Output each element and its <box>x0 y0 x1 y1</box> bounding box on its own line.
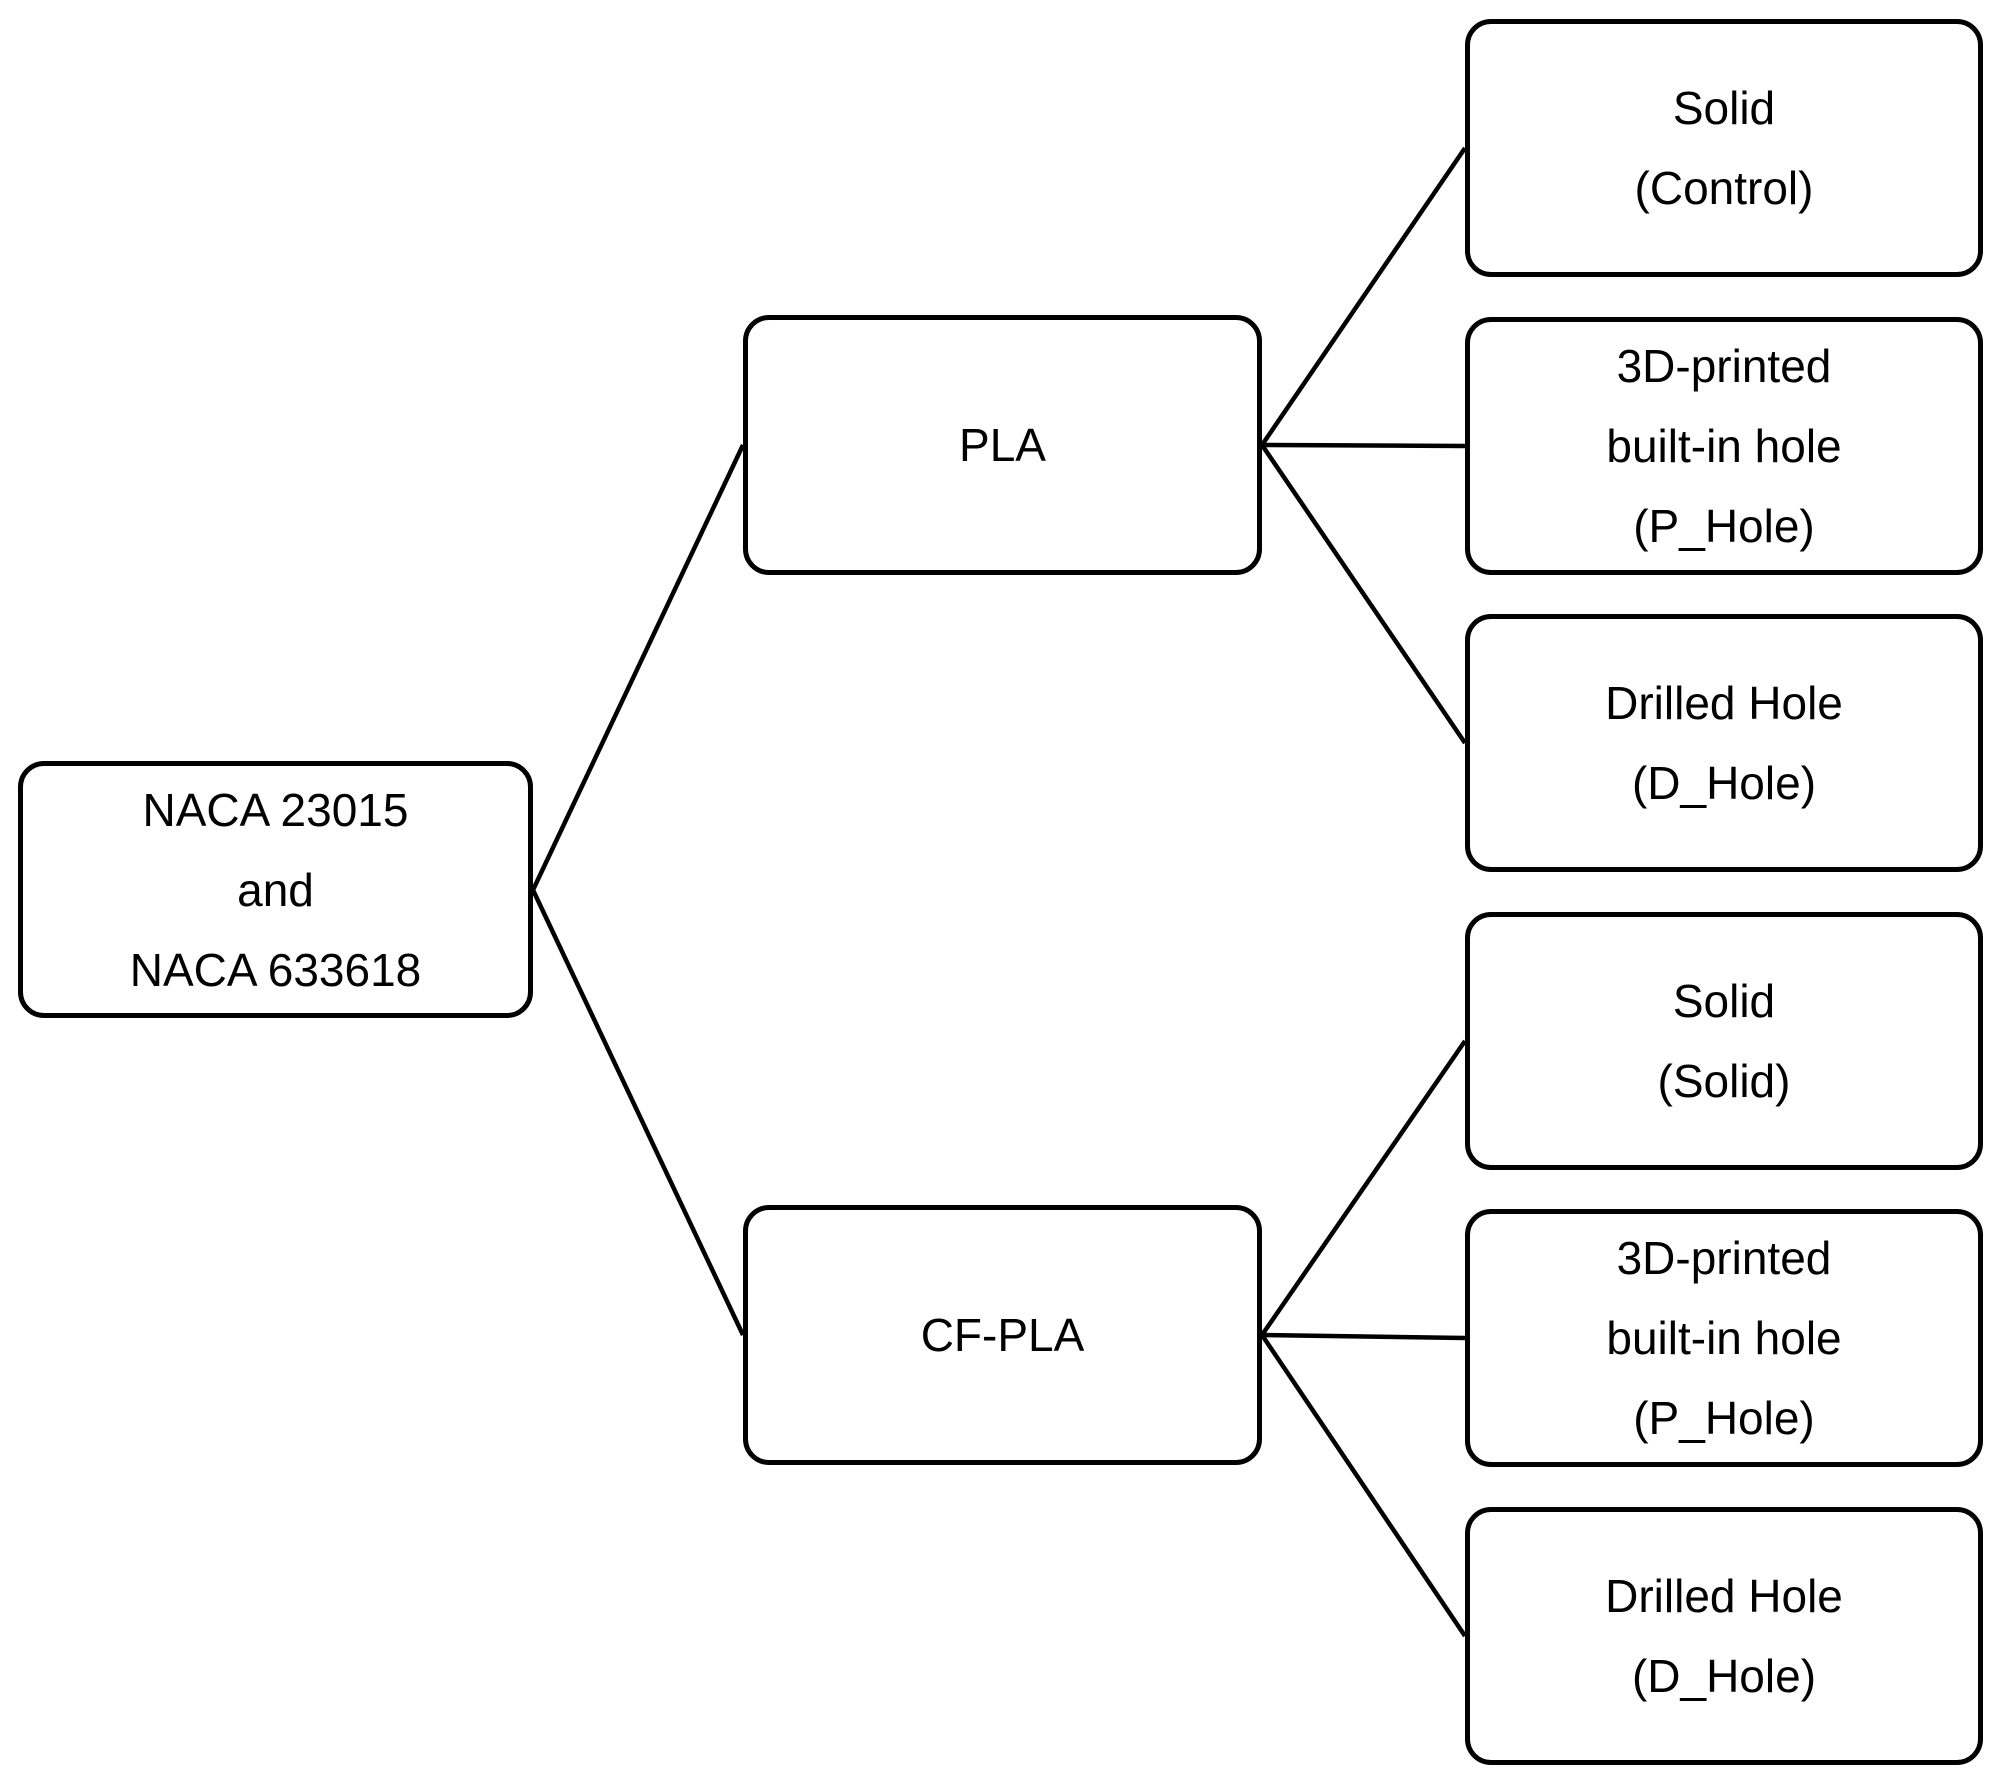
connector-root-pla <box>530 444 746 891</box>
leaf-node-cfpla-drilled-hole: Drilled Hole (D_Hole) <box>1465 1507 1983 1765</box>
leaf-node-label: 3D-printed built-in hole (P_Hole) <box>1606 340 1842 552</box>
connector-root-cfpla <box>530 889 746 1336</box>
branch-node-cfpla-label: CF-PLA <box>920 1309 1085 1361</box>
leaf-node-label: Drilled Hole (D_Hole) <box>1605 677 1843 809</box>
leaf-node-label: Solid (Control) <box>1634 82 1814 214</box>
connector-cfpla-phole <box>1261 1332 1466 1341</box>
branch-node-cfpla: CF-PLA <box>743 1205 1262 1465</box>
leaf-node-pla-drilled-hole: Drilled Hole (D_Hole) <box>1465 614 1983 872</box>
branch-node-pla-label: PLA <box>959 419 1046 471</box>
connector-pla-dhole <box>1260 443 1467 745</box>
leaf-node-label: Drilled Hole (D_Hole) <box>1605 1570 1843 1702</box>
leaf-node-cfpla-solid: Solid (Solid) <box>1465 912 1983 1170</box>
connector-cfpla-dhole <box>1260 1333 1467 1638</box>
root-node-airfoils: NACA 23015 and NACA 633618 <box>18 761 533 1018</box>
connector-pla-phole <box>1261 442 1466 449</box>
leaf-node-cfpla-printed-hole: 3D-printed built-in hole (P_Hole) <box>1465 1209 1983 1467</box>
leaf-node-pla-solid-control: Solid (Control) <box>1465 19 1983 277</box>
root-node-label: NACA 23015 and NACA 633618 <box>129 783 422 996</box>
branch-node-pla: PLA <box>743 315 1262 575</box>
leaf-node-pla-printed-hole: 3D-printed built-in hole (P_Hole) <box>1465 317 1983 575</box>
connector-pla-solid <box>1260 146 1467 447</box>
leaf-node-label: 3D-printed built-in hole (P_Hole) <box>1606 1232 1842 1444</box>
leaf-node-label: Solid (Solid) <box>1657 975 1791 1107</box>
connector-cfpla-solid <box>1260 1039 1467 1337</box>
